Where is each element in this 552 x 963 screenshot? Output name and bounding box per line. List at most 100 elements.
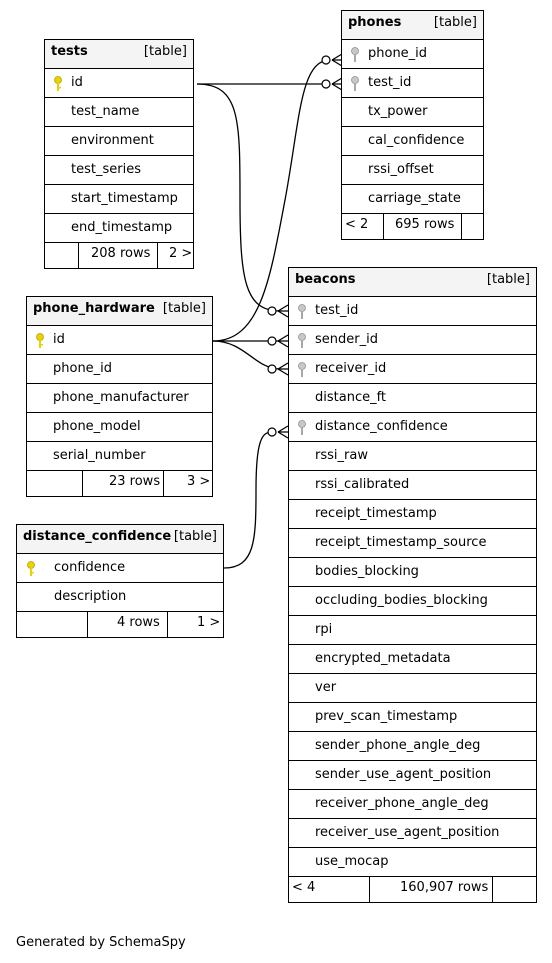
foreign-key-icon [298,362,306,377]
column-name: rssi_calibrated [315,477,410,492]
column-name: rpi [315,622,333,637]
column-row: receiver_phone_angle_deg [289,790,536,819]
column-row: receipt_timestamp [289,500,536,529]
connector-end-circle [267,427,277,437]
column-name: id [71,75,83,90]
table-tests[interactable]: tests [table] id test_name environment t… [44,39,194,269]
table-beacons[interactable]: beacons [table] test_id sender_id receiv… [288,267,537,903]
connector-hardware-phones [212,59,331,342]
table-name: beacons [295,272,356,287]
connector-end-circle [267,306,277,316]
column-name: bodies_blocking [315,564,419,579]
table-name: phones [348,15,402,30]
column-name: environment [71,133,154,148]
column-row: phone_id [342,40,483,69]
column-row: phone_model [27,413,212,442]
column-name: tx_power [368,104,428,119]
column-name: end_timestamp [71,220,173,235]
row-count: 695 rows [395,217,455,232]
column-name: occluding_bodies_blocking [315,593,488,608]
table-name: distance_confidence [23,529,172,544]
column-row: test_id [342,69,483,98]
table-header: distance_confidence [table] [17,525,223,554]
column-name: receiver_use_agent_position [315,825,500,840]
parents-link[interactable]: < 4 [292,880,316,895]
table-footer: < 4 160,907 rows [289,877,536,902]
table-header: tests [table] [45,40,193,69]
table-tag: [table] [143,44,187,59]
foreign-key-icon [351,47,359,62]
column-row: rpi [289,616,536,645]
primary-key-icon [36,333,44,348]
connector-confidence-beacons [223,431,273,569]
column-name: start_timestamp [71,191,178,206]
column-row: phone_manufacturer [27,384,212,413]
column-row: id [45,69,193,98]
column-name: receipt_timestamp_source [315,535,487,550]
column-name: sender_phone_angle_deg [315,738,481,753]
foreign-key-icon [351,76,359,91]
row-count: 4 rows [117,615,160,630]
row-count: 208 rows [91,246,151,261]
children-link[interactable]: 3 > [187,474,211,489]
children-link[interactable]: 2 > [169,246,193,261]
column-row: occluding_bodies_blocking [289,587,536,616]
generated-by-footer: Generated by SchemaSpy [16,935,186,950]
crowfoot-mark [331,77,343,91]
column-name: id [53,332,65,347]
column-row: sender_phone_angle_deg [289,732,536,761]
column-row: ver [289,674,536,703]
connector-end-circle [267,364,277,374]
column-name: ver [315,680,337,695]
column-row: distance_confidence [289,413,536,442]
primary-key-icon [27,561,35,576]
column-row: bodies_blocking [289,558,536,587]
column-name: description [54,589,127,604]
parents-link[interactable]: < 2 [345,217,369,232]
crowfoot-mark [277,304,289,318]
connector-end-circle [321,55,331,65]
column-row: id [27,326,212,355]
table-footer: 208 rows 2 > [45,243,193,268]
column-row: phone_id [27,355,212,384]
column-name: receiver_id [315,361,387,376]
column-row: test_series [45,156,193,185]
column-name: test_series [71,162,141,177]
column-name: receiver_phone_angle_deg [315,796,489,811]
column-name: phone_id [368,46,428,61]
column-row: rssi_offset [342,156,483,185]
column-row: encrypted_metadata [289,645,536,674]
column-row: test_id [289,297,536,326]
column-row: end_timestamp [45,214,193,243]
column-row: rssi_calibrated [289,471,536,500]
column-name: prev_scan_timestamp [315,709,458,724]
column-row: tx_power [342,98,483,127]
table-tag: [table] [173,529,217,544]
column-name: distance_ft [315,390,387,405]
table-name: tests [51,44,88,59]
connector-tests-beacons [196,83,281,312]
table-distance-confidence[interactable]: distance_confidence [table] confidence d… [16,524,224,638]
foreign-key-icon [298,333,306,348]
column-name: test_id [315,303,359,318]
column-name: rssi_raw [315,448,368,463]
table-header: beacons [table] [289,268,536,297]
table-tag: [table] [486,272,530,287]
children-link[interactable]: 1 > [197,615,221,630]
row-count: 23 rows [109,474,161,489]
table-phone-hardware[interactable]: phone_hardware [table] id phone_id phone… [26,296,213,497]
column-row: receiver_use_agent_position [289,819,536,848]
column-row: test_name [45,98,193,127]
table-header: phone_hardware [table] [27,297,212,326]
column-row: start_timestamp [45,185,193,214]
column-row: description [17,583,223,612]
connector-end-circle [267,336,277,346]
column-row: environment [45,127,193,156]
column-name: confidence [54,560,126,575]
column-row: serial_number [27,442,212,471]
column-row: rssi_raw [289,442,536,471]
table-phones[interactable]: phones [table] phone_id test_id tx_power… [341,10,484,240]
column-row: cal_confidence [342,127,483,156]
column-row: distance_ft [289,384,536,413]
